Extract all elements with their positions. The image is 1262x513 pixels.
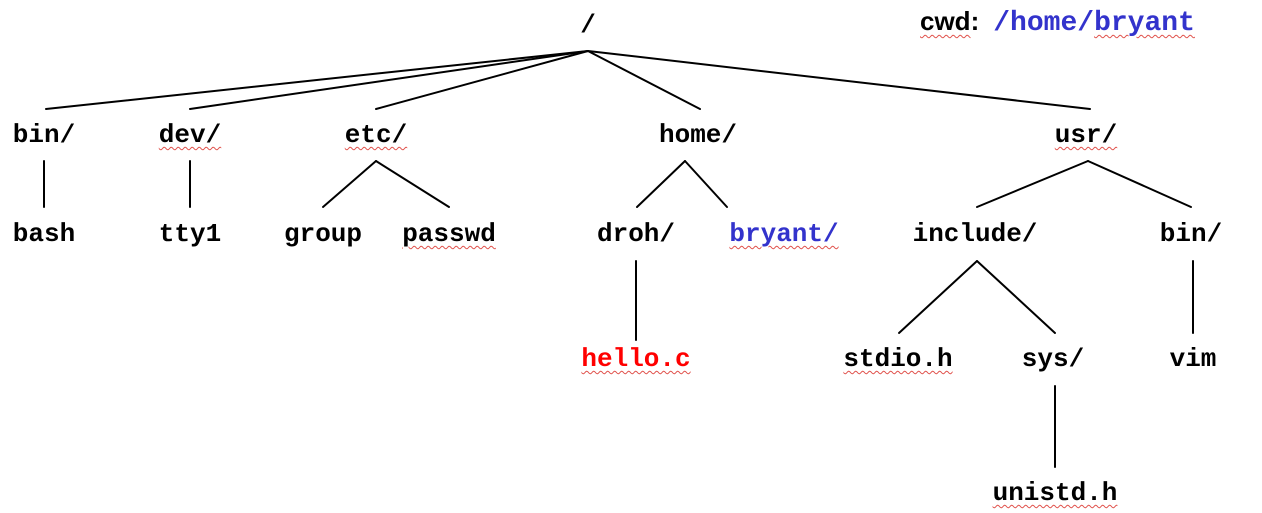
edge-root-usr	[587, 50, 1091, 110]
cwd-path-prefix: /home/	[993, 8, 1095, 39]
edge-root-etc	[375, 50, 589, 110]
node-group: group	[283, 219, 363, 249]
edge-home-bryant	[684, 160, 728, 208]
edge-etc-group	[322, 160, 377, 208]
edge-etc-passwd	[375, 160, 450, 208]
edge-include-sys	[976, 260, 1056, 334]
node-root: /	[580, 10, 596, 40]
node-usr-label: usr/	[1054, 120, 1118, 150]
cwd-indicator: cwd: /home/bryant	[920, 6, 1195, 39]
node-etc-label: etc/	[344, 120, 408, 150]
node-passwd-label: passwd	[402, 219, 496, 249]
node-home: home/	[658, 120, 738, 150]
node-etc: etc/	[345, 120, 407, 150]
node-tty1: tty1	[158, 219, 222, 249]
cwd-colon: :	[970, 6, 980, 36]
node-hello-c-label: hello.c	[581, 344, 691, 374]
node-sys: sys/	[1021, 344, 1085, 374]
node-unistd-h: unistd.h	[993, 478, 1118, 508]
node-usr: usr/	[1055, 120, 1117, 150]
cwd-label: cwd	[920, 6, 971, 36]
node-bin: bin/	[12, 120, 76, 150]
node-bash: bash	[12, 219, 76, 249]
node-vim: vim	[1169, 344, 1217, 374]
cwd-path-user: bryant	[1094, 8, 1195, 39]
node-dev-label: dev/	[158, 120, 222, 150]
node-bryant-current-dir: bryant/	[729, 219, 838, 249]
node-include: include/	[912, 219, 1038, 249]
edge-home-droh	[636, 160, 686, 208]
node-dev: dev/	[159, 120, 221, 150]
edge-usr-bin	[1087, 160, 1192, 208]
node-droh: droh/	[596, 219, 676, 249]
edge-root-home	[587, 50, 701, 110]
node-stdio-h: stdio.h	[843, 344, 952, 374]
edge-root-dev	[189, 50, 589, 110]
node-usr-bin: bin/	[1159, 219, 1223, 249]
node-hello-c: hello.c	[581, 344, 690, 374]
edge-usr-include	[976, 160, 1089, 208]
edge-include-stdio	[898, 260, 978, 334]
node-bryant-label: bryant/	[729, 219, 839, 249]
node-passwd: passwd	[402, 219, 496, 249]
node-unistd-h-label: unistd.h	[992, 478, 1118, 508]
node-stdio-h-label: stdio.h	[843, 344, 953, 374]
edge-root-bin	[45, 50, 589, 110]
